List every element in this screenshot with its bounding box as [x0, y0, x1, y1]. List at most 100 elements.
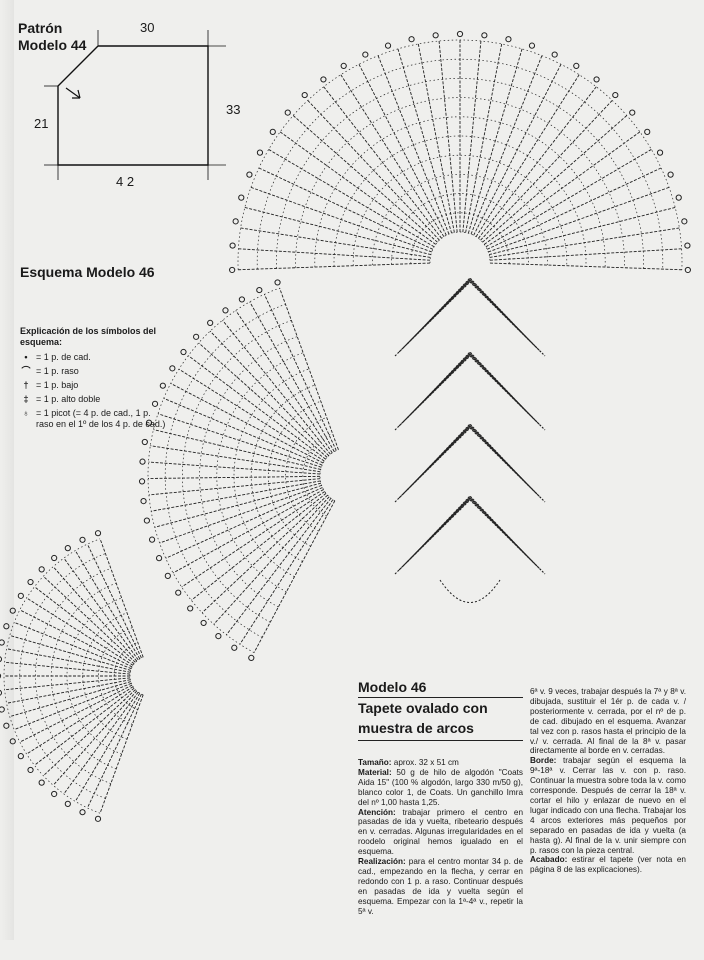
arch-chevron — [402, 279, 538, 349]
arrow-icon — [65, 87, 81, 99]
picot-mark — [175, 589, 182, 596]
picot-mark — [432, 32, 439, 39]
chain-ring — [333, 135, 587, 267]
stitch-spoke — [151, 480, 321, 512]
stitch-spoke — [323, 86, 442, 239]
picot-mark — [629, 109, 636, 116]
arch-chevron — [394, 281, 546, 357]
arch-chevron — [406, 278, 534, 345]
chain-ring — [113, 642, 138, 710]
picot-mark — [0, 656, 3, 663]
paragraph: 6ª v. 9 veces, trabajar después la 7ª y … — [530, 687, 686, 756]
stitch-spoke — [244, 206, 432, 256]
stitch-spoke — [6, 679, 131, 704]
picot-mark — [408, 36, 415, 43]
stitch-spoke — [377, 55, 450, 235]
chain-ring — [237, 39, 683, 270]
treble-crochet-icon: ‡ — [23, 394, 29, 404]
chain-ring — [82, 612, 128, 740]
picot-mark — [684, 266, 691, 274]
picot-mark — [644, 128, 651, 135]
stitch-spoke — [87, 693, 142, 809]
picot-mark — [573, 62, 580, 69]
symbol-legend: Explicación de los símbolos del esquema:… — [20, 326, 170, 433]
picot-mark — [612, 91, 619, 99]
picot-icon: ♁ — [22, 408, 30, 418]
picot-mark — [9, 738, 16, 745]
picot-mark — [0, 689, 3, 696]
paragraph: Tamaño: aprox. 32 x 51 cm — [358, 758, 459, 767]
article-title-line1: Tapete ovalado con — [358, 697, 523, 718]
legend-text: = 1 p. bajo — [36, 380, 79, 390]
patron-title: Patrón Modelo 44 — [18, 20, 86, 54]
stitch-spoke — [279, 287, 339, 450]
picot-mark — [256, 286, 263, 294]
stitch-spoke — [470, 55, 543, 235]
picot-mark — [215, 632, 222, 640]
picot-mark — [79, 536, 86, 543]
chain-stitch-icon: • — [24, 352, 28, 362]
chain-ring — [302, 433, 333, 517]
picot-mark — [79, 809, 86, 816]
picot-mark — [551, 51, 558, 58]
stitch-spoke — [74, 692, 141, 802]
stitch-spoke — [240, 227, 431, 258]
arch-chevron — [398, 280, 542, 353]
picot-mark — [94, 815, 102, 822]
arch-chevron — [410, 352, 530, 415]
pattern-outline — [57, 45, 209, 166]
picot-mark — [274, 279, 281, 286]
dim-bottom: 4 2 — [116, 174, 135, 189]
picot-mark — [159, 382, 166, 389]
picot-mark — [141, 438, 148, 446]
picot-mark — [229, 242, 236, 249]
picot-mark — [232, 218, 239, 225]
dim-left: 21 — [34, 116, 49, 131]
arch-chevron — [394, 499, 546, 575]
picot-mark — [528, 42, 536, 49]
stitch-spoke — [157, 413, 322, 468]
paragraph: Atención: trabajar primero el centro en … — [358, 807, 523, 857]
picot-mark — [27, 766, 34, 774]
model-title: Modelo 46 — [358, 679, 427, 695]
picot-mark — [51, 790, 58, 798]
stitch-spoke — [478, 86, 597, 239]
single-crochet-icon: † — [23, 380, 29, 390]
picot-mark — [238, 194, 245, 201]
picot-mark — [505, 36, 512, 43]
stitch-spoke — [258, 167, 434, 250]
stitch-spoke — [154, 482, 322, 528]
picot-mark — [593, 76, 600, 83]
legend-item: • = 1 p. de cad. — [20, 352, 170, 363]
arch-chevron — [398, 426, 542, 499]
picot-mark — [94, 530, 102, 537]
arch-chevron — [402, 425, 538, 495]
arch-chevron — [406, 424, 534, 491]
dim-right: 33 — [226, 102, 241, 117]
picot-mark — [681, 218, 688, 225]
paragraph: Realización: para el centro montar 34 p.… — [358, 857, 523, 916]
legend-text: = 1 p. de cad. — [36, 352, 91, 362]
chain-ring — [50, 582, 117, 770]
picot-mark — [667, 171, 674, 178]
picot-mark — [51, 554, 58, 562]
picot-mark — [656, 149, 664, 156]
picot-mark — [139, 458, 146, 465]
stitch-spoke — [473, 64, 562, 236]
picot-mark — [200, 619, 207, 627]
article-title-line2: muestra de arcos — [358, 718, 523, 741]
chain-ring — [285, 417, 327, 532]
stitch-spoke — [417, 43, 455, 233]
arch-chevron — [398, 498, 542, 571]
stitch-spoke — [201, 494, 328, 614]
chain-ring — [35, 568, 111, 784]
chain-ring — [182, 320, 292, 623]
arch-chevron — [414, 495, 526, 555]
page-edge-shadow — [0, 0, 14, 940]
picot-mark — [246, 171, 253, 178]
picot-mark — [64, 545, 71, 552]
picot-mark — [231, 644, 238, 651]
instructions-column-1: Tamaño: aprox. 32 x 51 cm Material: 50 g… — [358, 758, 523, 958]
stitch-spoke — [87, 543, 142, 659]
patron-line2: Modelo 44 — [18, 37, 87, 53]
